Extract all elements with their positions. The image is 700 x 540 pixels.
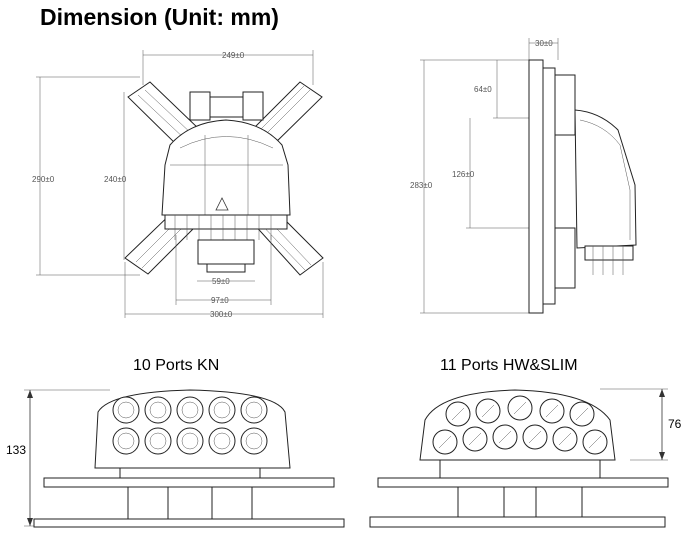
dim-height-290: 290±0 [32,175,55,184]
dim-middle-126: 126±0 [452,170,475,179]
dim-width-59: 59±0 [212,277,230,286]
page-title: Dimension (Unit: mm) [40,4,279,30]
kn-height-label: 133 [6,443,26,457]
side-body [574,109,637,249]
hw-height-label: 76 [668,417,682,431]
kn-view: 133 [6,389,345,528]
hw-caption: 11 Ports HW&SLIM [440,357,578,374]
front-view: 249±0 290±0 240±0 [32,50,324,319]
dim-height-240: 240±0 [104,175,127,184]
dim-width-97: 97±0 [211,296,229,305]
kn-ports [112,396,268,455]
kn-caption: 10 Ports KN [133,357,220,374]
dim-width-249: 249±0 [222,51,245,60]
front-body [161,119,291,216]
side-view: 30±0 283±0 64±0 126±0 [410,38,637,314]
dim-upper-64: 64±0 [474,85,492,94]
hw-view: 76 [369,388,682,528]
hw-ports [432,395,608,455]
dim-total-283: 283±0 [410,181,433,190]
dim-width-300: 300±0 [210,310,233,319]
dim-depth-30: 30±0 [535,39,553,48]
